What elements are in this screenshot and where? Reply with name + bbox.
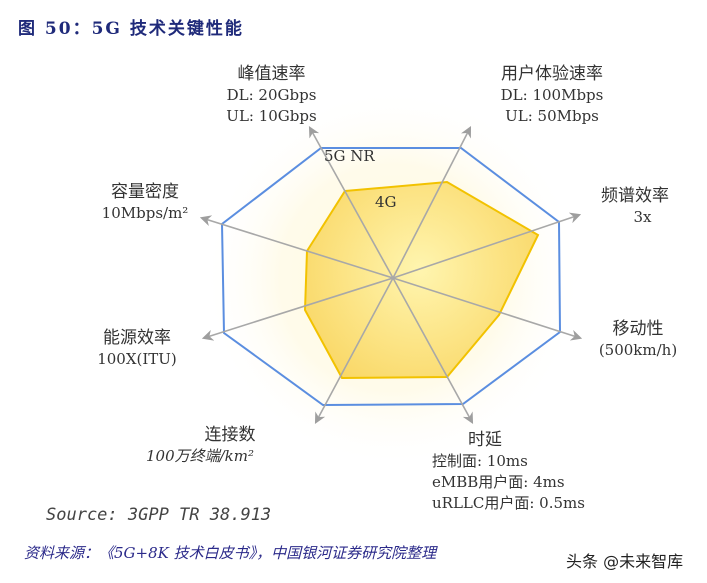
mobility-value: (500km/h) — [598, 341, 678, 359]
axis-latency — [392, 277, 474, 424]
axis-label-peak-rate: 峰值速率 DL: 20Gbps UL: 10Gbps — [204, 64, 339, 127]
peak-rate-dl: DL: 20Gbps — [226, 86, 317, 104]
peak-rate-title: 峰值速率 — [237, 64, 306, 84]
latency-urllc: uRLLC用户面: 0.5ms — [432, 494, 585, 512]
series-label-5g: 5G NR — [324, 147, 375, 165]
latency-control: 控制面: 10ms — [432, 452, 528, 470]
user-rate-title: 用户体验速率 — [501, 64, 603, 84]
data-source: 资料来源：《5G+8K 技术白皮书》，中国银河证券研究院整理 — [24, 544, 437, 562]
spectrum-title: 频谱效率 — [601, 186, 669, 206]
axis-user-rate — [392, 126, 472, 279]
axis-label-latency: 时延 控制面: 10ms eMBB用户面: 4ms uRLLC用户面: 0.5m… — [432, 430, 585, 514]
axis-spectrum — [392, 212, 582, 279]
capacity-value: 10Mbps/m² — [101, 204, 189, 222]
source-note: Source: 3GPP TR 38.913 — [46, 505, 272, 525]
axis-capacity — [199, 215, 394, 279]
watermark: 头条 @未来智库 — [566, 552, 684, 571]
user-rate-ul: UL: 50Mbps — [505, 107, 599, 125]
latency-title: 时延 — [468, 430, 502, 450]
axis-lines — [199, 126, 583, 424]
axis-label-user-rate: 用户体验速率 DL: 100Mbps UL: 50Mbps — [472, 64, 632, 127]
axis-label-capacity: 容量密度 10Mbps/m² — [90, 182, 200, 224]
axis-mobility — [392, 277, 583, 341]
energy-value: 100X(ITU) — [97, 350, 177, 368]
series-label-4g: 4G — [375, 193, 397, 211]
axis-label-energy: 能源效率 100X(ITU) — [82, 328, 192, 370]
spectrum-value: 3x — [633, 208, 652, 226]
latency-embb: eMBB用户面: 4ms — [432, 473, 565, 491]
energy-title: 能源效率 — [103, 328, 171, 348]
axis-label-spectrum: 频谱效率 3x — [585, 186, 685, 228]
capacity-title: 容量密度 — [111, 182, 179, 202]
peak-rate-ul: UL: 10Gbps — [226, 107, 317, 125]
figure-title: 图 50：5G 技术关键性能 — [18, 19, 244, 39]
user-rate-dl: DL: 100Mbps — [500, 86, 604, 104]
axis-peak-rate — [308, 126, 394, 279]
axis-label-mobility: 移动性 (500km/h) — [583, 319, 693, 361]
mobility-title: 移动性 — [612, 319, 664, 339]
connections-value: 100万终端/km² — [145, 447, 254, 465]
axis-connections — [314, 277, 394, 424]
connections-title: 连接数 — [204, 425, 256, 445]
axis-energy — [201, 277, 394, 341]
axis-label-connections: 连接数 100万终端/km² — [110, 425, 290, 467]
